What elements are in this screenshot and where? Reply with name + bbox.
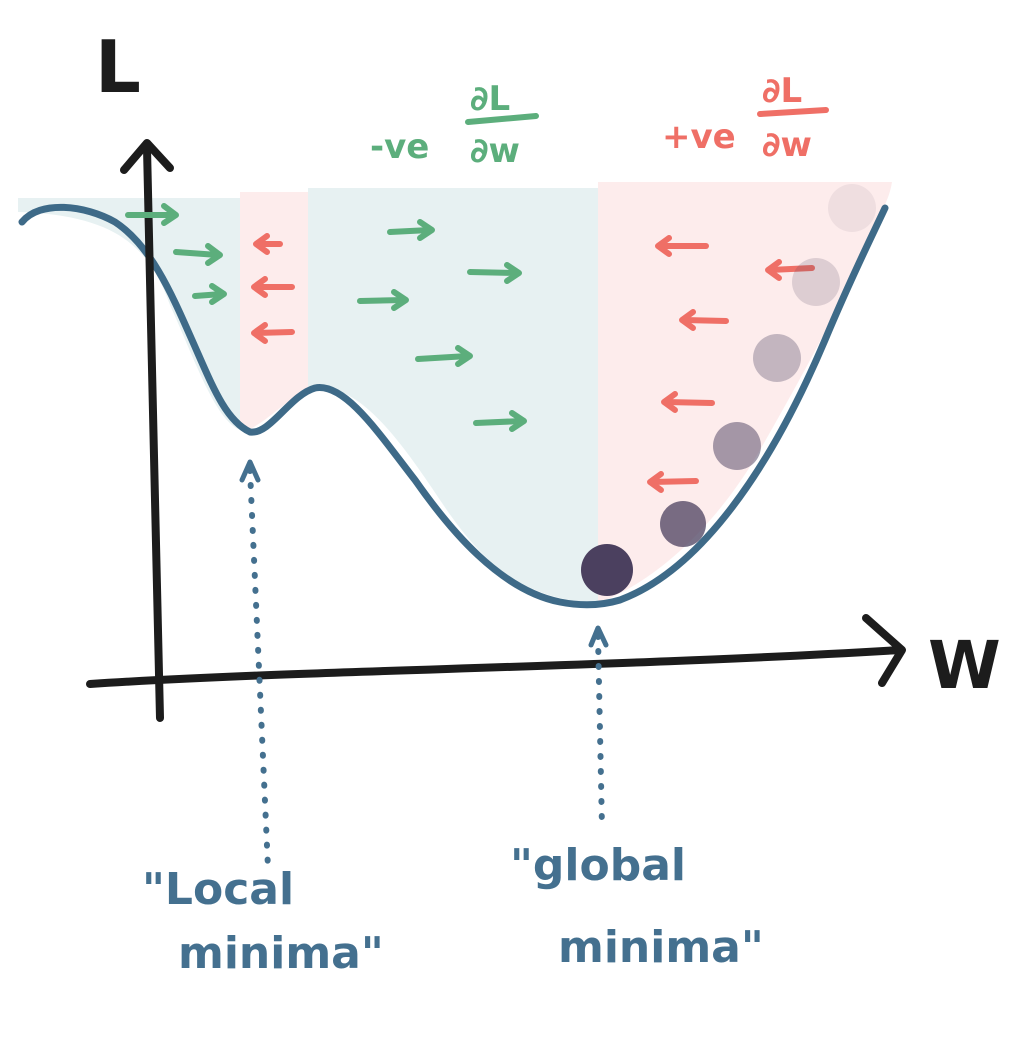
negative-gradient-region-main bbox=[308, 188, 598, 603]
green-arrow-icon bbox=[125, 203, 179, 226]
global-minima-pointer bbox=[588, 625, 609, 831]
global-minima-line2: minima" bbox=[558, 922, 764, 973]
y-axis-label: L bbox=[95, 25, 141, 109]
local-minima-annotation: "Local minima" bbox=[142, 864, 384, 979]
positive-gradient-denominator: ∂w bbox=[762, 125, 812, 165]
ball-step-6 bbox=[581, 544, 633, 596]
global-minima-line1: "global bbox=[510, 840, 686, 891]
positive-gradient-numerator: ∂L bbox=[762, 71, 802, 111]
ball-step-1 bbox=[828, 184, 876, 232]
green-arrow-icon bbox=[467, 262, 522, 284]
x-axis-arrowhead bbox=[862, 614, 906, 687]
positive-gradient-region-right bbox=[598, 182, 892, 603]
negative-gradient-arrows bbox=[125, 203, 527, 432]
descent-balls bbox=[581, 184, 876, 596]
ball-step-4 bbox=[713, 422, 761, 470]
local-minima-line2: minima" bbox=[178, 928, 384, 979]
green-arrow-icon bbox=[473, 410, 527, 432]
red-arrow-icon bbox=[647, 471, 699, 493]
green-arrow-icon bbox=[387, 219, 435, 241]
local-minima-pointer bbox=[239, 459, 271, 871]
positive-gradient-label: +ve ∂L ∂w bbox=[662, 71, 829, 165]
x-axis-label: W bbox=[928, 627, 1001, 704]
green-arrow-icon bbox=[173, 243, 223, 266]
red-arrow-icon bbox=[251, 276, 295, 298]
green-arrow-icon bbox=[415, 345, 473, 367]
green-arrow-icon bbox=[192, 283, 227, 305]
red-arrow-icon bbox=[253, 233, 283, 255]
ball-step-5 bbox=[660, 501, 706, 547]
negative-gradient-denominator: ∂w bbox=[470, 131, 520, 171]
global-minima-annotation: "global minima" bbox=[510, 840, 764, 973]
y-axis-arrowhead bbox=[120, 139, 174, 174]
positive-gradient-fraction-bar bbox=[757, 107, 829, 117]
red-arrow-icon bbox=[655, 235, 709, 257]
x-axis bbox=[86, 614, 906, 688]
negative-gradient-region-left bbox=[18, 198, 240, 430]
local-minima-line1: "Local bbox=[142, 864, 294, 915]
negative-gradient-numerator: ∂L bbox=[470, 79, 510, 119]
ball-step-3 bbox=[753, 334, 801, 382]
negative-gradient-label: -ve ∂L ∂w bbox=[370, 79, 539, 171]
y-axis bbox=[120, 139, 174, 722]
positive-gradient-arrows bbox=[251, 233, 815, 493]
positive-gradient-prefix: +ve bbox=[662, 117, 736, 157]
ball-step-2 bbox=[792, 258, 840, 306]
positive-gradient-region-local bbox=[240, 192, 308, 430]
green-arrow-icon bbox=[357, 289, 409, 311]
red-arrow-icon bbox=[661, 391, 715, 413]
negative-gradient-fraction-bar bbox=[465, 113, 539, 125]
red-arrow-icon bbox=[679, 309, 729, 331]
loss-curve bbox=[18, 203, 889, 609]
negative-gradient-prefix: -ve bbox=[370, 127, 429, 167]
red-arrow-icon bbox=[251, 322, 295, 344]
red-arrow-icon bbox=[765, 259, 815, 281]
gradient-regions bbox=[18, 182, 892, 603]
